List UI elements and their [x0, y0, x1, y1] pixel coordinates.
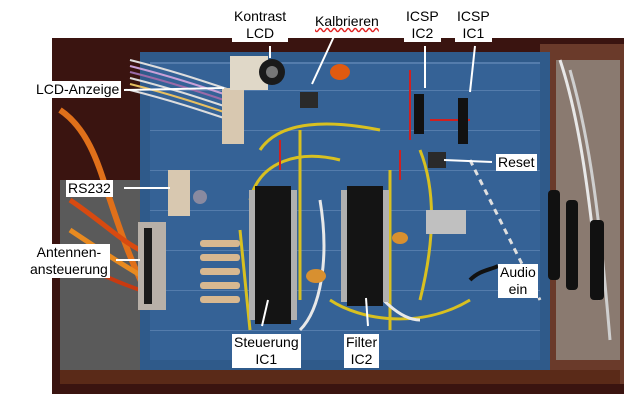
label-audio-ein: Audio ein [498, 264, 538, 298]
label-antennen-ansteuerung: Antennen- ansteuerung [28, 244, 110, 278]
label-icsp-ic2-line1: ICSP [406, 8, 439, 24]
label-icsp-ic2: ICSP IC2 [404, 8, 441, 42]
label-filter-ic2: Filter IC2 [344, 334, 380, 368]
label-filter-line2: IC2 [350, 351, 373, 367]
label-kontrast-line1: Kontrast [234, 8, 287, 24]
label-reset: Reset [496, 154, 537, 171]
label-audio-line1: Audio [500, 264, 536, 280]
label-kontrast-lcd: Kontrast LCD [232, 8, 289, 42]
label-kontrast-line2: LCD [246, 25, 275, 41]
label-filter-line1: Filter [346, 334, 378, 350]
label-arrows [116, 31, 493, 327]
label-antennen-line1: Antennen- [36, 244, 102, 260]
label-steuerung-line2: IC1 [255, 351, 278, 367]
label-audio-line2: ein [508, 281, 528, 297]
label-icsp-ic2-line2: IC2 [411, 25, 434, 41]
ic1-chip [255, 186, 291, 324]
label-icsp-ic1-line1: ICSP [457, 8, 490, 24]
label-antennen-line2: ansteuerung [30, 261, 108, 277]
label-steuerung-line1: Steuerung [234, 334, 299, 350]
label-steuerung-ic1: Steuerung IC1 [232, 334, 301, 368]
label-kalibrieren: Kalbrieren [313, 13, 381, 30]
label-lcd-anzeige: LCD-Anzeige [34, 81, 122, 98]
ic2-chip [347, 186, 383, 306]
label-icsp-ic1-line2: IC1 [462, 25, 485, 41]
label-icsp-ic1: ICSP IC1 [455, 8, 492, 42]
label-rs232: RS232 [66, 180, 113, 197]
